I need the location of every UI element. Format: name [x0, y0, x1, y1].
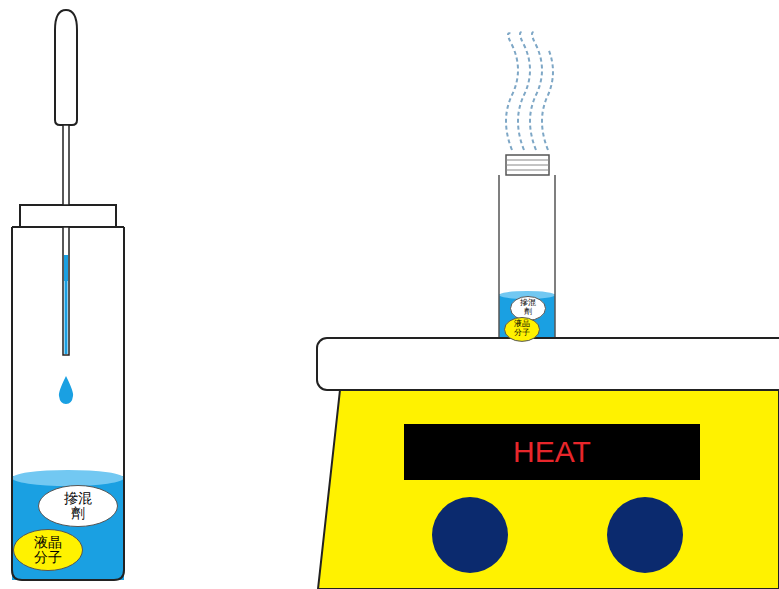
- ellipse-shape: [14, 529, 83, 570]
- cap-thread: [506, 160, 549, 170]
- vial-cap: [20, 205, 116, 227]
- display-text: HEAT: [513, 435, 591, 469]
- heat-display: HEAT: [404, 424, 700, 480]
- droplet: [59, 376, 73, 404]
- dropper-liquid: [64, 255, 68, 281]
- control-knob: [432, 497, 508, 573]
- liquid-surface: [12, 470, 124, 486]
- dopant-ellipse: 摻混劑: [38, 485, 118, 527]
- dropper-bulb: [55, 10, 77, 125]
- ellipse-label: 液晶分子: [514, 320, 530, 338]
- liquid-crystal-ellipse: 液晶分子: [504, 317, 540, 342]
- liquid-crystal-ellipse: 液晶分子: [13, 529, 83, 571]
- hotplate-top: [317, 338, 779, 390]
- ellipse-label: 摻混劑: [64, 491, 92, 522]
- ellipse-label: 液晶分子: [34, 535, 62, 566]
- dropper-tip: [63, 227, 69, 355]
- hotplate-body: [318, 390, 779, 589]
- vial-cap: [506, 155, 549, 175]
- vial-tube: [12, 227, 124, 580]
- ellipse-shape: [511, 296, 546, 320]
- liquid: [12, 476, 124, 580]
- ellipse-shape: [505, 317, 540, 341]
- vial-tube: [499, 175, 555, 338]
- ellipse-shape: [39, 485, 118, 526]
- ellipse-label: 摻混劑: [520, 299, 536, 317]
- dopant-ellipse: 摻混劑: [510, 296, 546, 321]
- control-knob: [607, 497, 683, 573]
- dropper-liquid: [65, 281, 68, 354]
- steam: [506, 32, 553, 150]
- dropper-stem: [63, 125, 69, 205]
